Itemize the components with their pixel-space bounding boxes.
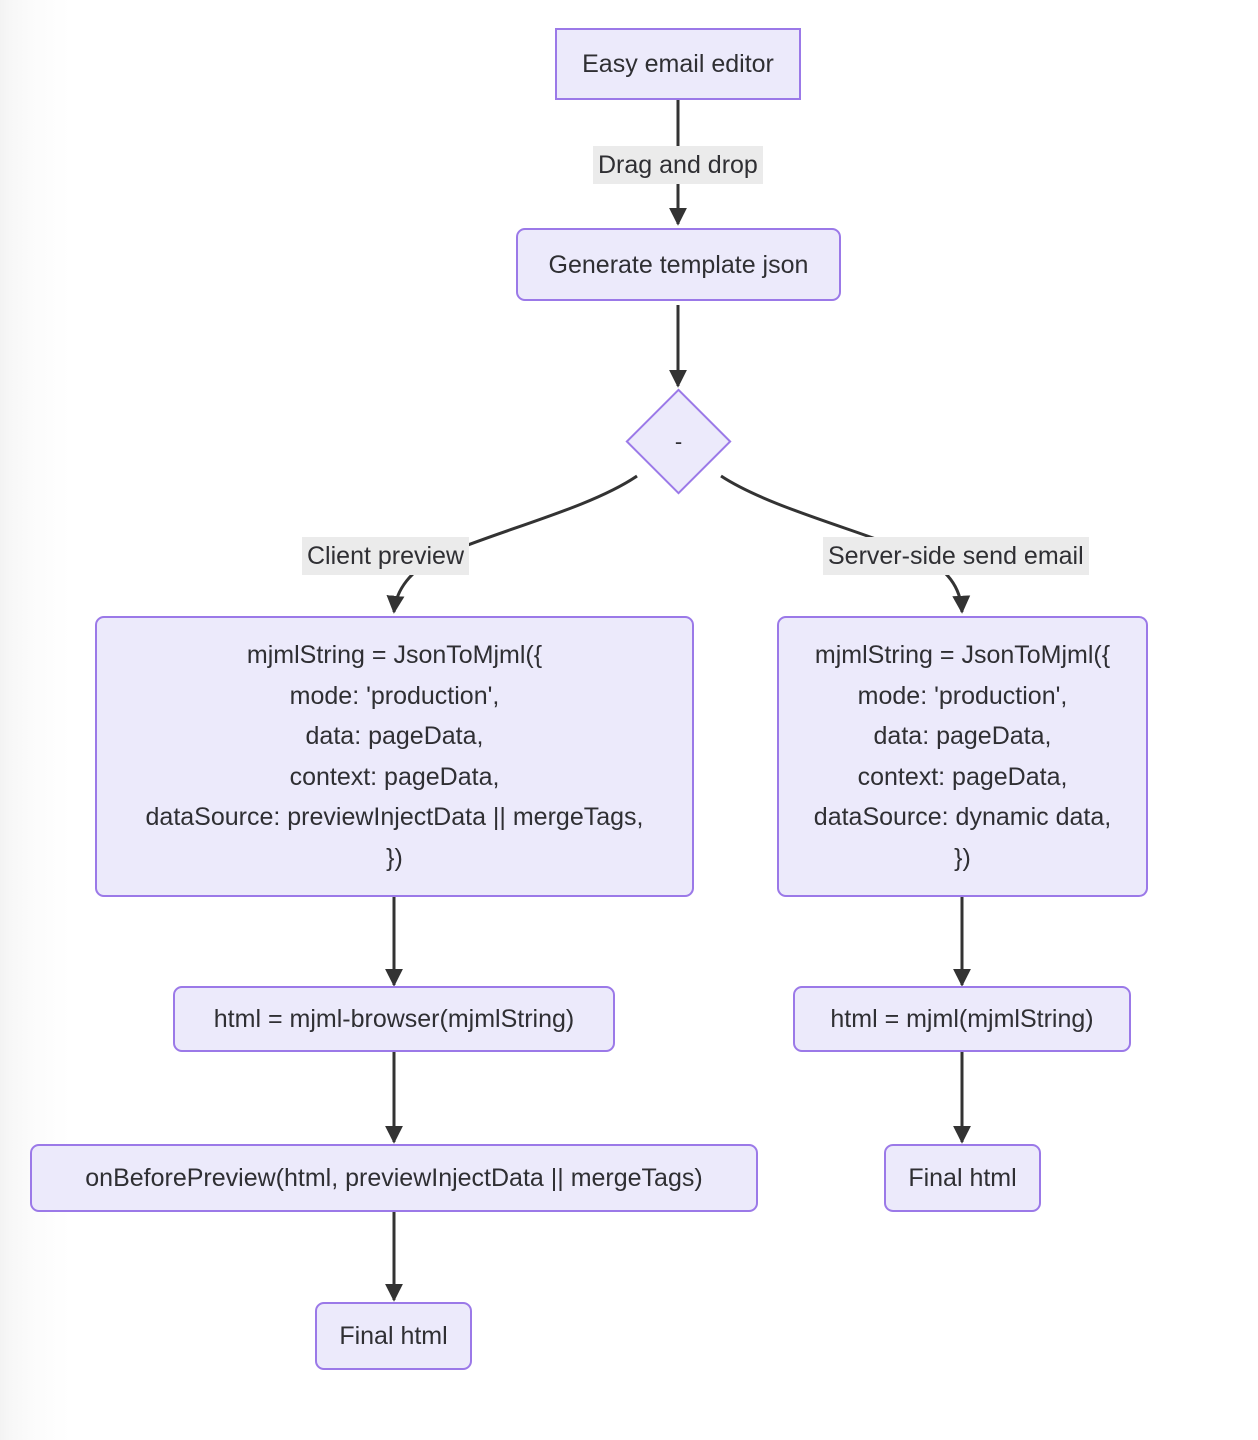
node-generate-template-json[interactable]: Generate template json bbox=[516, 228, 841, 301]
edge-label-server-side-send-email: Server-side send email bbox=[823, 537, 1089, 575]
node-label: onBeforePreview(html, previewInjectData … bbox=[85, 1164, 703, 1192]
node-label: Generate template json bbox=[548, 250, 809, 279]
node-easy-email-editor[interactable]: Easy email editor bbox=[555, 28, 801, 100]
node-label: html = mjml-browser(mjmlString) bbox=[213, 1005, 575, 1033]
edge-label-drag-and-drop: Drag and drop bbox=[593, 146, 763, 184]
node-server-jsontomjml[interactable]: mjmlString = JsonToMjml({ mode: 'product… bbox=[777, 616, 1148, 897]
node-label: mjmlString = JsonToMjml({ mode: 'product… bbox=[145, 641, 644, 872]
node-decision[interactable]: - bbox=[625, 388, 732, 495]
node-html-mjml[interactable]: html = mjml(mjmlString) bbox=[793, 986, 1131, 1052]
node-label: - bbox=[674, 428, 683, 454]
node-client-final-html[interactable]: Final html bbox=[315, 1302, 472, 1370]
node-client-jsontomjml[interactable]: mjmlString = JsonToMjml({ mode: 'product… bbox=[95, 616, 694, 897]
node-label: Final html bbox=[908, 1164, 1017, 1192]
node-html-mjml-browser[interactable]: html = mjml-browser(mjmlString) bbox=[173, 986, 615, 1052]
edge-label-text: Client preview bbox=[307, 542, 465, 570]
node-server-final-html[interactable]: Final html bbox=[884, 1144, 1041, 1212]
node-label: mjmlString = JsonToMjml({ mode: 'product… bbox=[813, 641, 1112, 872]
node-label: Final html bbox=[339, 1322, 448, 1350]
edge-label-client-preview: Client preview bbox=[302, 537, 470, 575]
node-on-before-preview[interactable]: onBeforePreview(html, previewInjectData … bbox=[30, 1144, 758, 1212]
node-label: html = mjml(mjmlString) bbox=[830, 1005, 1094, 1033]
node-label: Easy email editor bbox=[582, 50, 774, 78]
edge-label-text: Server-side send email bbox=[828, 542, 1084, 570]
edge-label-text: Drag and drop bbox=[598, 151, 758, 179]
